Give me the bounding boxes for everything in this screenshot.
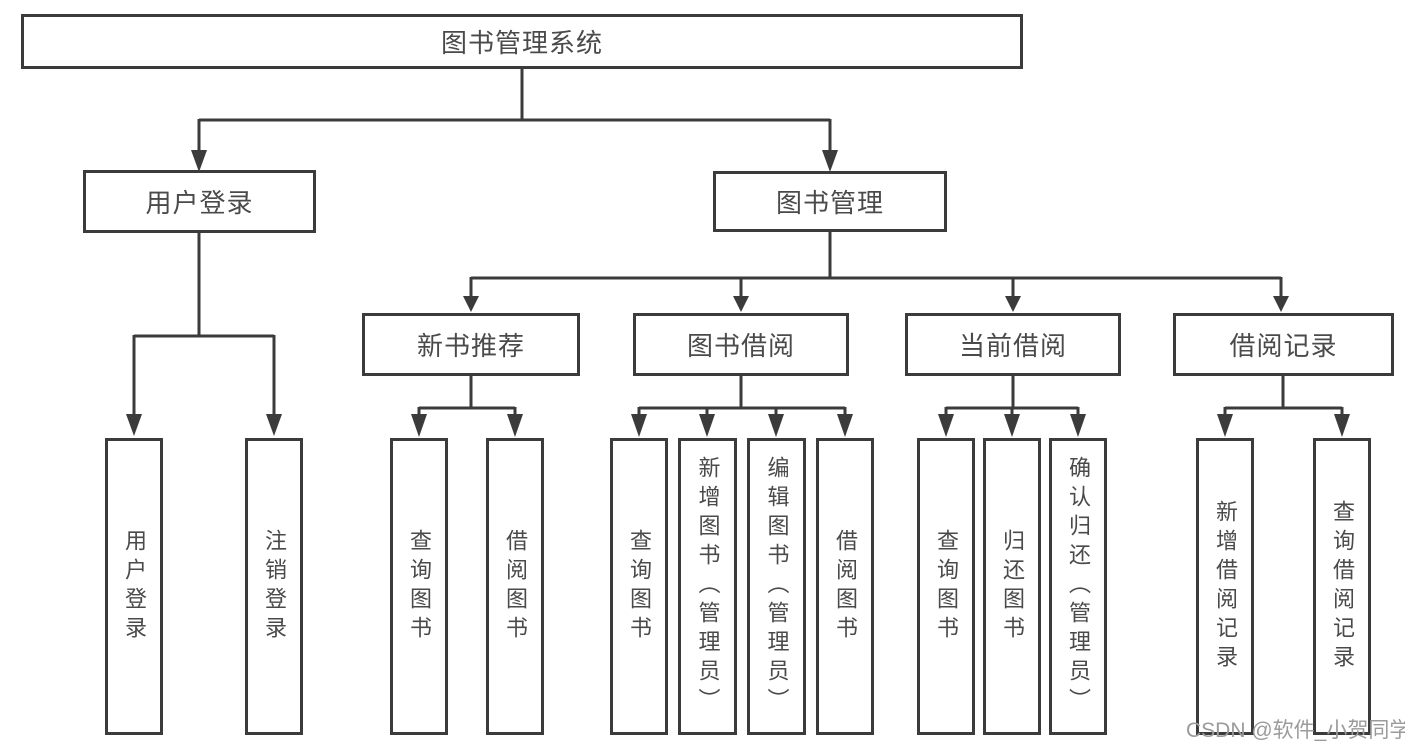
node-book-management: 图书管理: [713, 171, 947, 232]
leaf-query-borrow-record: 查询借阅记录: [1313, 438, 1371, 735]
leaf-label: 归还图书: [1000, 528, 1025, 645]
leaf-label: 查询借阅记录: [1330, 499, 1355, 674]
node-borrowing-records: 借阅记录: [1173, 313, 1394, 376]
leaf-label: 新增借阅记录: [1213, 499, 1238, 674]
node-new-book-recommend: 新书推荐: [362, 313, 580, 376]
node-label: 借阅记录: [1229, 331, 1338, 361]
watermark: CSDN @软件_小贺同学: [1186, 719, 1405, 742]
node-label: 图书管理: [775, 188, 884, 218]
leaf-label: 编辑图书（管理员）: [764, 456, 790, 717]
leaf-query-books-current: 查询图书: [917, 438, 975, 735]
leaf-query-books-borrowing: 查询图书: [610, 438, 668, 735]
leaf-label: 查询图书: [627, 528, 652, 645]
leaf-label: 借阅图书: [833, 528, 858, 645]
node-label: 用户登录: [145, 188, 254, 218]
leaf-label: 新增图书（管理员）: [695, 456, 721, 717]
leaf-label: 查询图书: [407, 528, 432, 645]
node-library-management-system: 图书管理系统: [21, 14, 1023, 69]
leaf-label: 用户登录: [122, 528, 147, 645]
leaf-label: 注销登录: [262, 528, 287, 645]
leaf-user-login: 用户登录: [105, 438, 163, 735]
node-book-borrowing: 图书借阅: [633, 313, 849, 376]
leaf-add-borrow-record: 新增借阅记录: [1196, 438, 1254, 735]
node-current-borrowing: 当前借阅: [905, 313, 1121, 376]
leaf-label: 借阅图书: [503, 528, 528, 645]
node-label: 图书管理系统: [440, 28, 603, 58]
node-label: 当前借阅: [958, 331, 1067, 361]
leaf-logout: 注销登录: [245, 438, 303, 735]
node-label: 图书借阅: [686, 331, 795, 361]
leaf-confirm-return-admin: 确认归还（管理员）: [1049, 438, 1107, 735]
leaf-query-books-recommend: 查询图书: [390, 438, 448, 735]
leaf-return-books: 归还图书: [983, 438, 1041, 735]
leaf-label: 查询图书: [934, 528, 959, 645]
leaf-borrow-books-borrowing: 借阅图书: [816, 438, 874, 735]
leaf-borrow-books-recommend: 借阅图书: [486, 438, 544, 735]
leaf-add-books-admin: 新增图书（管理员）: [678, 438, 737, 735]
leaf-label: 确认归还（管理员）: [1066, 456, 1091, 717]
leaf-edit-books-admin: 编辑图书（管理员）: [747, 438, 806, 735]
node-user-login: 用户登录: [83, 170, 316, 233]
node-label: 新书推荐: [416, 331, 525, 361]
